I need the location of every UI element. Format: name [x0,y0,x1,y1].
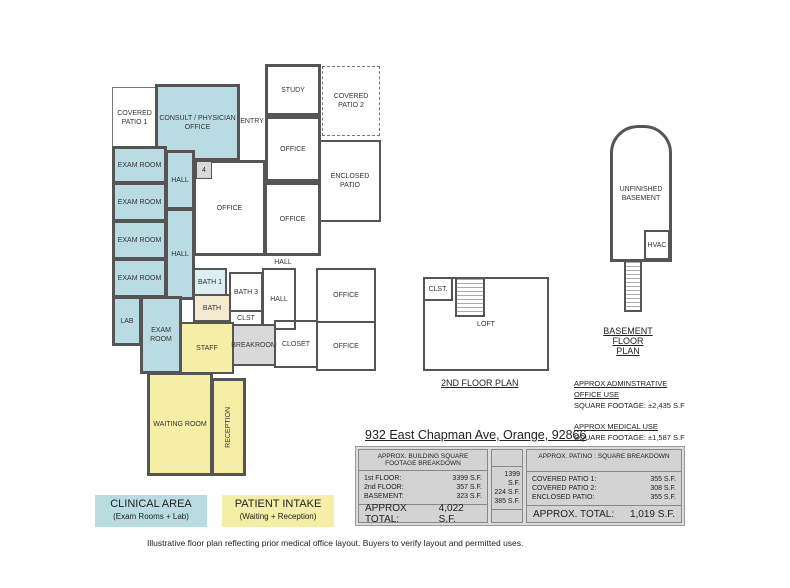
legend-patient-intake: PATIENT INTAKE (Waiting + Reception) [222,495,334,527]
total-value: 4,022 S.F. [438,502,464,525]
table-row: COVERED PATIO 2: 308 S.F. [532,484,676,493]
middle-value: 1399 S.F. [504,471,520,488]
room-exam-4: EXAM ROOM [112,258,167,298]
building-table: APPROX. BUILDING SQUARE FOOTAGE BREAKDOW… [358,449,488,525]
table-row: ENCLOSED PATIO: 355 S.F. [532,493,676,502]
row-label: COVERED PATIO 1: [532,476,597,484]
room-office-mid: OFFICE [264,182,321,256]
row-value: 355 S.F. [650,476,676,484]
second-floor-title: 2ND FLOOR PLAN [441,378,519,388]
room-exam-2: EXAM ROOM [112,182,167,222]
room-hall-right: HALL [262,268,296,330]
reception-label: RECEPTION [225,406,232,448]
basement-title: BASEMENT FLOOR PLAN [603,326,653,356]
row-label: 2nd FLOOR: [364,484,404,491]
room-exam-lower: EXAM ROOM [140,296,182,374]
admin-use-line1: APPROX ADMINSTRATIVE [574,379,668,388]
room-exam-3: EXAM ROOM [112,220,167,260]
room-hall-lower: HALL [165,208,195,300]
room-office-r1: OFFICE [316,268,376,323]
table-row: COVERED PATIO 1: 355 S.F. [532,475,676,484]
room-covered-patio-1: COVERED PATIO 1 [112,87,157,149]
total-label: APPROX. TOTAL: [533,508,615,520]
row-label: 1st FLOOR: [364,475,402,482]
room-covered-patio-2: COVERED PATIO 2 [322,66,380,136]
patio-table-header: APPROX. PATINO : SQUARE BREAKDOWN [527,450,681,473]
room-loft: LOFT [423,277,549,371]
room-waiting: WAITING ROOM [147,372,213,476]
admin-use-line3: SQUARE FOOTAGE: ±2,435 S.F [574,401,685,410]
room-hall-upper: HALL [165,150,195,210]
room-consult-office: CONSULT / PHYSICIAN OFFICE [155,84,240,161]
room-hall-top: HALL [274,258,292,266]
middle-value: 385 S.F. [494,498,520,506]
room-office-r2: OFFICE [316,321,376,371]
room-bath: BATH [193,294,231,322]
room-breakroom: BREAKROOM [231,324,277,366]
row-label: COVERED PATIO 2: [532,485,597,493]
total-value: 1,019 S.F. [629,508,675,520]
medical-use-block: APPROX MEDICAL USE SQUARE FOOTAGE: ±1,58… [574,421,685,443]
table-row: 2nd FLOOR: 357 S.F. [364,483,482,492]
room-office-upper: OFFICE [265,116,321,182]
room-bath-1: BATH 1 [193,268,227,296]
total-label: APPROX TOTAL: [365,502,407,525]
legend-title: PATIENT INTAKE [234,498,322,510]
room-2nd-clst: CLST. [423,277,453,301]
row-value: 3399 S.F. [452,475,482,482]
row-label: BASEMENT: [364,493,404,500]
middle-value: 224 S.F. [494,489,520,497]
row-value: 323 S.F. [456,493,482,500]
table-row: BASEMENT: 323 S.F. [364,492,482,501]
room-lab: LAB [112,296,142,346]
legend-clinical-area: CLINICAL AREA (Exam Rooms + Lab) [95,495,207,527]
room-staff: STAFF [180,322,234,374]
medical-use-line2: SQUARE FOOTAGE: ±1,587 S.F [574,433,685,442]
room-exam-1: EXAM ROOM [112,146,167,184]
medical-use-line1: APPROX MEDICAL USE [574,422,658,431]
basement-stairs [624,260,642,312]
row-value: 357 S.F. [456,484,482,491]
admin-use-line2: OFFICE USE [574,390,620,399]
building-table-header: APPROX. BUILDING SQUARE FOOTAGE BREAKDOW… [359,450,487,471]
row-value: 308 S.F. [650,485,676,493]
patio-table: APPROX. PATINO : SQUARE BREAKDOWN COVERE… [526,449,682,523]
address: 932 East Chapman Ave, Orange, 92866 [365,428,587,442]
legend-sub: (Exam Rooms + Lab) [113,512,189,521]
room-hvac: HVAC [644,230,670,260]
caption: Illustrative floor plan reflecting prior… [147,538,524,548]
room-study: STUDY [265,64,321,116]
row-value: 355 S.F. [650,494,676,502]
room-entry: ENTRY [240,117,264,125]
legend-sub: (Waiting + Reception) [239,512,317,521]
stairs [455,277,485,317]
square-footage-table: APPROX. BUILDING SQUARE FOOTAGE BREAKDOW… [355,446,685,526]
marker-4: 4 [196,161,212,179]
table-row: 1st FLOOR: 3399 S.F. [364,474,482,483]
legend-title: CLINICAL AREA [110,498,192,510]
room-closet: CLOSET [274,320,318,368]
admin-use-block: APPROX ADMINSTRATIVE OFFICE USE SQUARE F… [574,378,685,411]
room-reception: RECEPTION [211,378,246,476]
row-label: ENCLOSED PATIO: [532,494,595,502]
room-bath-3: BATH 3 [229,272,263,312]
room-enclosed-patio: ENCLOSED PATIO [319,140,381,222]
middle-column: 1399 S.F. 224 S.F. 385 S.F. [491,449,523,523]
